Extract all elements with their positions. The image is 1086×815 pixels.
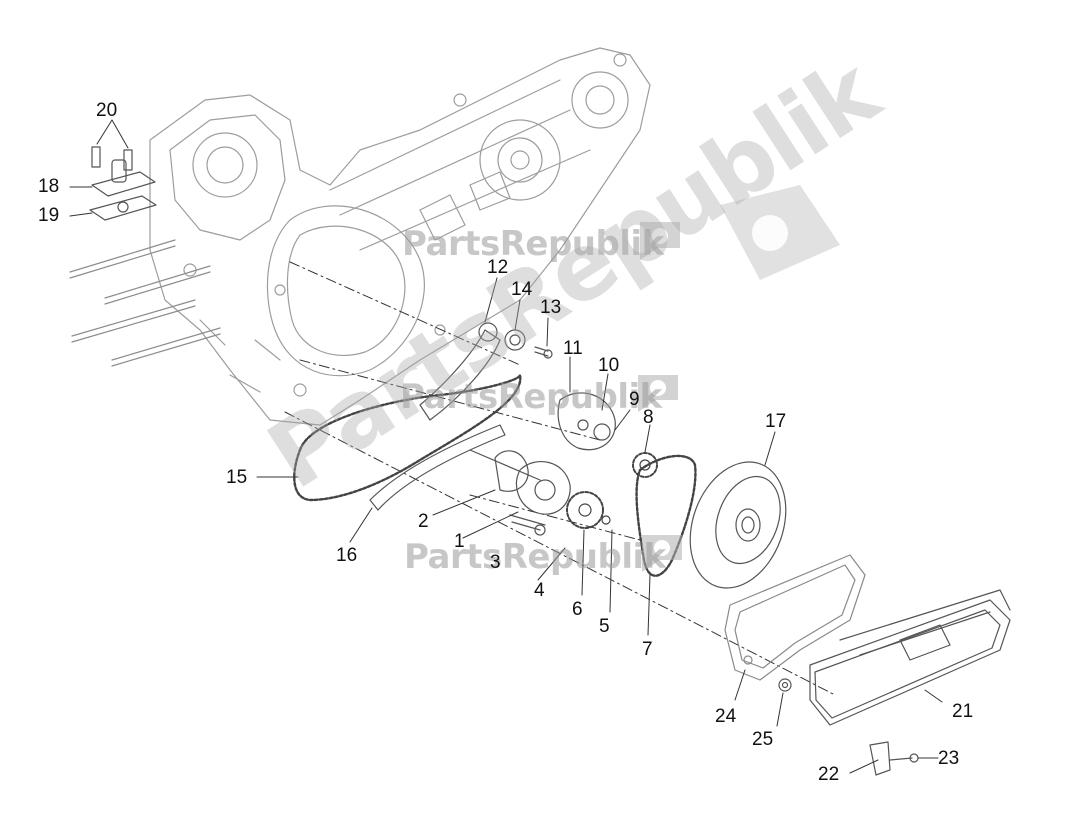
callout-17[interactable]: 17 bbox=[765, 411, 787, 432]
sump-bracket bbox=[869, 741, 919, 776]
callout-10[interactable]: 10 bbox=[598, 355, 620, 376]
callout-15[interactable]: 15 bbox=[226, 467, 248, 488]
callout-13[interactable]: 13 bbox=[540, 297, 562, 318]
callout-25[interactable]: 25 bbox=[752, 729, 774, 750]
sump-washer bbox=[778, 678, 792, 692]
callout-7[interactable]: 7 bbox=[642, 639, 653, 660]
callout-23[interactable]: 23 bbox=[938, 748, 960, 769]
gear-flag-icon bbox=[720, 185, 840, 280]
callout-8[interactable]: 8 bbox=[643, 407, 654, 428]
pump-cover bbox=[557, 392, 616, 451]
drive-sprocket bbox=[632, 452, 658, 478]
oil-sump-gasket bbox=[724, 554, 866, 681]
callout-20[interactable]: 20 bbox=[96, 100, 118, 121]
callout-21[interactable]: 21 bbox=[952, 701, 974, 722]
pump-sprocket bbox=[566, 491, 611, 529]
crankcase-outline bbox=[149, 47, 651, 426]
watermark-text: PartsRepublik bbox=[404, 537, 666, 577]
cylinder-studs bbox=[69, 239, 221, 367]
timing-chain bbox=[293, 373, 522, 502]
chain-tensioner bbox=[89, 146, 157, 221]
callout-11[interactable]: 11 bbox=[563, 338, 583, 359]
callout-4[interactable]: 4 bbox=[534, 580, 545, 601]
watermark-logos bbox=[638, 185, 840, 572]
callout-3[interactable]: 3 bbox=[490, 552, 501, 573]
callout-24[interactable]: 24 bbox=[715, 706, 737, 727]
callout-1[interactable]: 1 bbox=[454, 531, 465, 552]
watermark-text: PartsRepublik bbox=[402, 224, 664, 264]
chain-guide bbox=[419, 322, 553, 421]
watermark-text: PartsRepublik bbox=[400, 377, 662, 417]
callout-22[interactable]: 22 bbox=[818, 764, 840, 785]
callout-16[interactable]: 16 bbox=[336, 545, 358, 566]
callout-2[interactable]: 2 bbox=[418, 511, 429, 532]
callout-12[interactable]: 12 bbox=[487, 257, 509, 278]
callout-6[interactable]: 6 bbox=[572, 599, 583, 620]
chain-cover-plate bbox=[689, 461, 787, 589]
oil-pump-assembly bbox=[469, 449, 571, 536]
chain-slipper bbox=[369, 424, 506, 511]
oil-sump bbox=[809, 589, 1011, 726]
callout-14[interactable]: 14 bbox=[511, 279, 533, 300]
callout-5[interactable]: 5 bbox=[599, 616, 610, 637]
callout-19[interactable]: 19 bbox=[38, 205, 60, 226]
leader-lines bbox=[69, 119, 943, 774]
callout-9[interactable]: 9 bbox=[629, 389, 640, 410]
callout-18[interactable]: 18 bbox=[38, 176, 60, 197]
